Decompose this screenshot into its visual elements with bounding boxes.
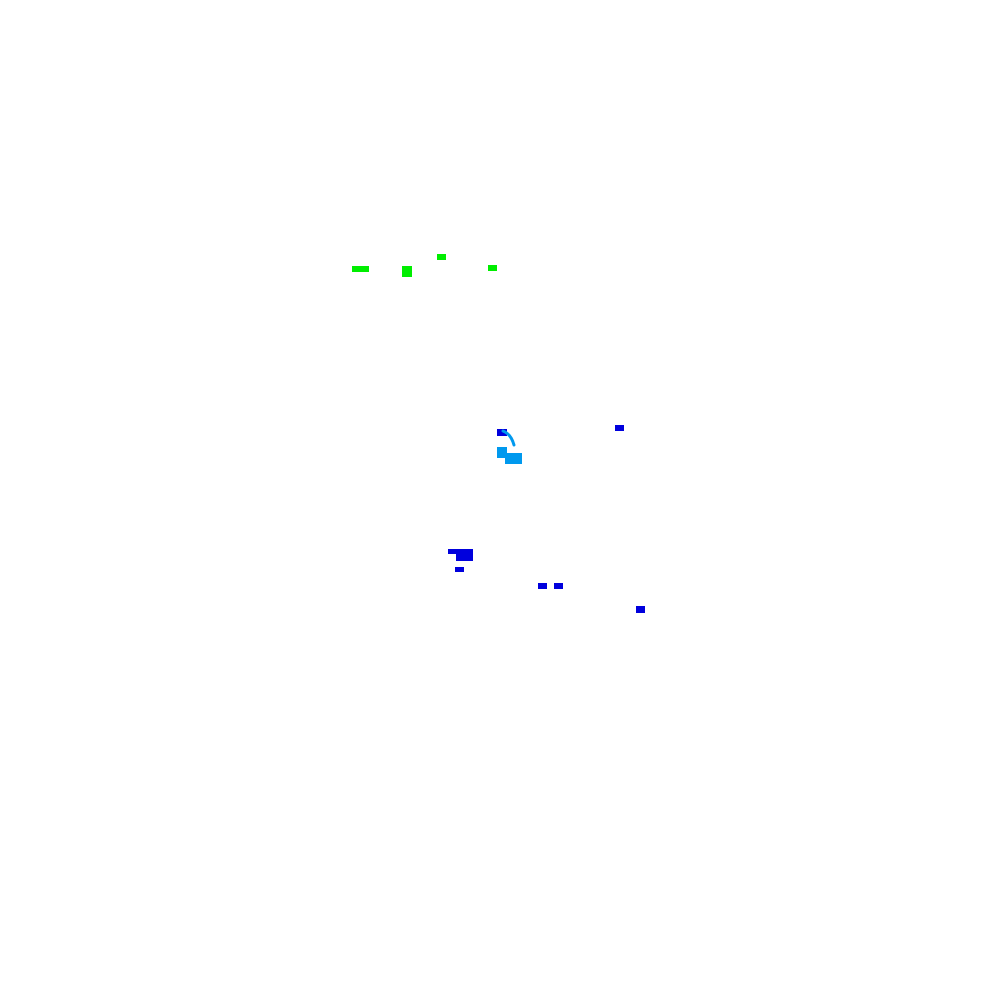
light-blue-fragment	[497, 447, 507, 458]
blue-fragment	[455, 567, 464, 572]
blue-fragment	[538, 583, 547, 589]
blue-fragment	[636, 606, 645, 613]
blue-fragment	[456, 549, 473, 561]
green-fragment	[352, 266, 369, 272]
light-blue-fragment	[505, 453, 522, 464]
green-fragment	[402, 266, 412, 277]
blue-fragment	[448, 549, 460, 554]
blue-fragment	[615, 425, 624, 431]
green-fragment	[488, 265, 497, 271]
blue-fragment	[554, 583, 563, 589]
curve-fragment	[501, 429, 516, 447]
green-fragment	[437, 254, 446, 260]
blue-fragment	[497, 429, 507, 436]
